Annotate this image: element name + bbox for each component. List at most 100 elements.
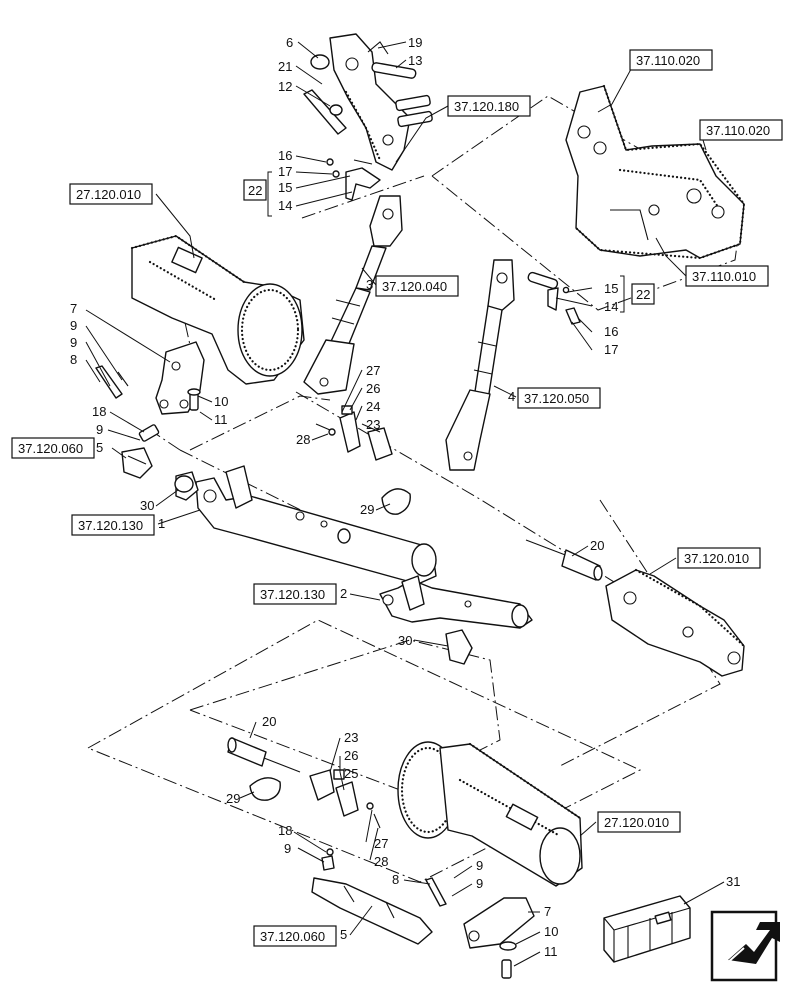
callout-24: 24 [366, 399, 380, 414]
anchor-bracket-top [95, 341, 205, 415]
callout-18: 18 [92, 404, 106, 419]
callout-17: 17 [278, 164, 292, 179]
callout-29: 29 [360, 502, 374, 517]
lower-link-2 [379, 575, 533, 629]
sensor-bracket-top [121, 424, 160, 479]
callout-19: 19 [408, 35, 422, 50]
ref-box-22 [631, 283, 655, 305]
callout-15: 15 [604, 281, 618, 296]
seal-29-top [381, 488, 411, 515]
callout-26: 26 [366, 381, 380, 396]
lower-link-1 [195, 465, 437, 585]
ref-37-120-050[interactable]: 37.120.050 [524, 391, 589, 406]
ref-27-120-010[interactable]: 27.120.010 [76, 187, 141, 202]
callout-2: 2 [340, 586, 347, 601]
callout-8: 8 [392, 872, 399, 887]
callout-11: 11 [214, 412, 228, 427]
lift-rod-4 [445, 259, 515, 471]
callout-12: 12 [278, 79, 292, 94]
callout-10: 10 [544, 924, 558, 939]
callout-28: 28 [374, 854, 388, 869]
callout-9: 9 [476, 876, 483, 891]
ref-37-110-010[interactable]: 37.110.010 [692, 269, 756, 284]
callout-8: 8 [70, 352, 77, 367]
callout-4: 4 [508, 389, 515, 404]
leader-lines [85, 41, 725, 967]
spring-clip-30-bottom [445, 629, 473, 665]
transmission-case-bottom [397, 741, 583, 887]
callout-23: 23 [366, 417, 380, 432]
callout-26: 26 [344, 748, 358, 763]
transmission-case-top [130, 234, 305, 385]
callout-27: 27 [374, 836, 388, 851]
pin-13 [371, 62, 417, 79]
bracket-set-bottom [309, 769, 381, 829]
ref-box-22 [243, 179, 267, 201]
spring-clip-30-top [174, 471, 199, 501]
bushing [310, 54, 330, 70]
callout-27: 27 [366, 363, 380, 378]
rear-housing [565, 84, 746, 260]
callout-5: 5 [96, 440, 103, 455]
callout-22: 22 [248, 183, 262, 198]
ref-37-120-060[interactable]: 37.120.060 [18, 441, 83, 456]
callout-18: 18 [278, 823, 292, 838]
callout-23: 23 [344, 730, 358, 745]
callout-3: 3 [366, 277, 373, 292]
callout-7: 7 [70, 301, 77, 316]
bracket-set-top [315, 405, 393, 461]
callout-28: 28 [296, 432, 310, 447]
callout-9: 9 [70, 318, 77, 333]
callout-15: 15 [278, 180, 292, 195]
callout-30: 30 [140, 498, 154, 513]
callout-6: 6 [286, 35, 293, 50]
stabiliser-5 [311, 848, 433, 945]
next-page-arrow-icon[interactable] [710, 910, 780, 982]
callout-16: 16 [604, 324, 618, 339]
bracket-14 [345, 167, 381, 201]
seal-29-bottom [249, 777, 281, 801]
callout-7: 7 [544, 904, 551, 919]
callout-17: 17 [604, 342, 618, 357]
ref-37-120-040[interactable]: 37.120.040 [382, 279, 447, 294]
callout-20: 20 [262, 714, 276, 729]
reference-boxes: 37.110.020 37.110.020 37.120.180 27.120.… [11, 49, 783, 947]
ram-20-top [525, 539, 603, 581]
parts-crate-icon [603, 895, 691, 963]
callout-9: 9 [96, 422, 103, 437]
callout-13: 13 [408, 53, 422, 68]
callout-30: 30 [398, 633, 412, 648]
top-bracket-assembly [303, 33, 433, 201]
ram-20-bottom [227, 737, 301, 773]
anchor-bracket-bottom [425, 877, 535, 979]
callout-31: 31 [726, 874, 740, 889]
callout-29: 29 [226, 791, 240, 806]
callout-20: 20 [590, 538, 604, 553]
ref-37-110-020[interactable]: 37.110.020 [636, 53, 700, 68]
callout-25: 25 [344, 766, 358, 781]
callout-16: 16 [278, 148, 292, 163]
pin-12 [303, 89, 347, 135]
callout-numbers: 6 19 13 21 12 16 17 15 14 22 3 7 9 9 8 1… [70, 35, 740, 959]
ref-37-120-130[interactable]: 37.120.130 [260, 587, 325, 602]
callout-14: 14 [278, 198, 292, 213]
callout-11: 11 [544, 944, 558, 959]
pin-assembly-right [527, 271, 581, 325]
ref-37-120-180[interactable]: 37.120.180 [454, 99, 519, 114]
callout-14: 14 [604, 299, 618, 314]
ref-37-110-020[interactable]: 37.110.020 [706, 123, 770, 138]
rear-axle-housing [605, 568, 746, 677]
callout-21: 21 [278, 59, 292, 74]
ref-37-120-130[interactable]: 37.120.130 [78, 518, 143, 533]
callout-22: 22 [636, 287, 650, 302]
callout-1: 1 [158, 516, 165, 531]
callout-5: 5 [340, 927, 347, 942]
callout-9: 9 [284, 841, 291, 856]
callout-9: 9 [476, 858, 483, 873]
ref-37-120-060[interactable]: 37.120.060 [260, 929, 325, 944]
ref-27-120-010[interactable]: 27.120.010 [604, 815, 669, 830]
ref-37-120-010[interactable]: 37.120.010 [684, 551, 749, 566]
callout-9: 9 [70, 335, 77, 350]
callout-10: 10 [214, 394, 228, 409]
